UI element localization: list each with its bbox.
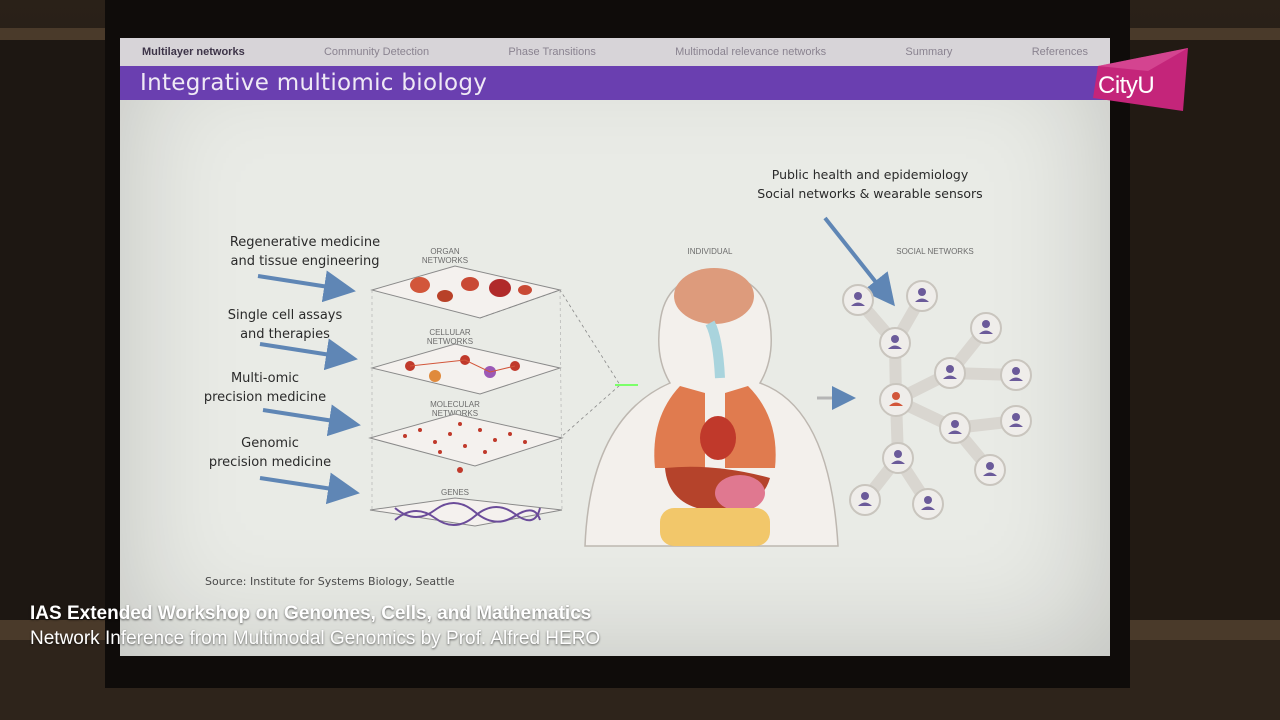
dna-icon <box>394 506 541 526</box>
person-icon <box>1009 377 1023 381</box>
multiomic-illustration <box>257 216 1032 547</box>
person-icon <box>858 502 872 506</box>
social-network-graph <box>842 280 1032 520</box>
cityu-logo-text: CityU <box>1098 72 1155 99</box>
person-icon <box>851 302 865 306</box>
person-icon <box>948 430 962 434</box>
wall-left <box>0 40 105 640</box>
caption-title: IAS Extended Workshop on Genomes, Cells,… <box>30 603 592 624</box>
layer-label-genes: GENES <box>440 488 469 497</box>
arrow-icon <box>259 472 360 505</box>
person-icon <box>921 506 935 510</box>
heart-icon <box>700 416 736 460</box>
person-icon <box>915 298 929 302</box>
arrow-icon <box>262 404 361 437</box>
arrow-icon <box>259 338 358 371</box>
organ-icon <box>437 290 453 302</box>
arrow-icon <box>823 216 895 307</box>
person-icon <box>1009 423 1023 427</box>
wall-right <box>1130 40 1280 640</box>
human-body-illustration <box>584 268 839 547</box>
layer-label-cellular: CELLULAR NETWORKS <box>426 328 474 346</box>
person-icon <box>943 375 957 379</box>
organ-icon <box>518 285 532 295</box>
cityu-logo <box>1093 48 1188 111</box>
individual-label: INDIVIDUAL <box>687 247 733 256</box>
nav-item: References <box>1031 46 1088 58</box>
label-regenerative: Regenerative medicine and tissue enginee… <box>229 235 381 269</box>
molecular-network-layer <box>368 413 564 473</box>
nav-item: Summary <box>905 46 953 58</box>
layer-label-organ: ORGAN NETWORKS <box>421 247 469 265</box>
label-genomic: Genomic precision medicine <box>208 436 332 470</box>
projection-screen: Multilayer networks Community Detection … <box>120 38 1110 656</box>
organ-network-layer <box>370 265 562 319</box>
organ-icon <box>461 277 479 291</box>
lung-icon <box>654 386 705 468</box>
nav-item: Community Detection <box>323 46 430 58</box>
person-icon <box>979 330 993 334</box>
person-icon <box>888 345 902 349</box>
caption-subtitle: Network Inference from Multimodal Genomi… <box>30 628 601 649</box>
slide-title-bar: Integrative multiomic biology <box>120 66 1110 100</box>
intestine-icon <box>660 508 770 546</box>
lung-icon <box>725 386 776 468</box>
genes-layer <box>369 497 563 527</box>
label-single-cell: Single cell assays and therapies <box>227 308 343 342</box>
heart-icon <box>489 279 511 297</box>
nav-item: Multilayer networks <box>142 46 245 58</box>
organ-icon <box>410 277 430 293</box>
stomach-icon <box>715 475 765 511</box>
person-icon <box>889 402 903 406</box>
slide-nav-bar: Multilayer networks Community Detection … <box>120 38 1110 66</box>
public-health-label: Public health and epidemiology Social ne… <box>757 167 983 201</box>
arrow-icon <box>257 270 356 303</box>
nav-item: Multimodal relevance networks <box>675 46 827 58</box>
slide-source: Source: Institute for Systems Biology, S… <box>205 575 455 588</box>
video-caption: IAS Extended Workshop on Genomes, Cells,… <box>30 603 600 650</box>
label-multiomic: Multi-omic precision medicine <box>203 371 327 405</box>
brain-icon <box>674 268 754 324</box>
cellular-network-layer <box>370 343 562 395</box>
nav-item: Phase Transitions <box>508 46 596 58</box>
person-icon <box>891 460 905 464</box>
social-networks-label: SOCIAL NETWORKS <box>896 247 974 256</box>
slide-title: Integrative multiomic biology <box>140 70 488 96</box>
person-icon <box>983 472 997 476</box>
